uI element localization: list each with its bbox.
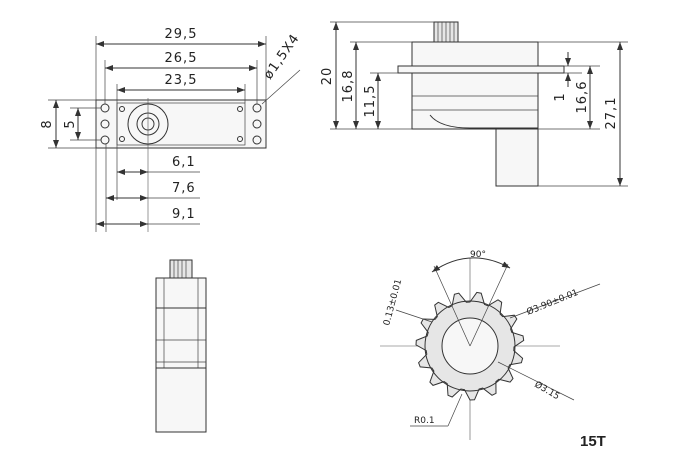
end-view — [155, 259, 207, 433]
dim-height-27-1: 27,1 — [604, 97, 619, 130]
dim-width-outer: 29,5 — [165, 27, 198, 42]
dim-height-11-5: 11,5 — [363, 85, 378, 118]
dim-width-inner: 23,5 — [165, 73, 198, 88]
dim-shaft-offset-2: 7,6 — [172, 181, 196, 196]
dim-height-16-6: 16,6 — [575, 81, 590, 114]
dim-tab-thickness: 1 — [553, 92, 568, 101]
mount-hole-br — [252, 135, 262, 145]
spline-detail: 90° 0.13±0.01 Ø3.90±0.01 Ø3.15 R0.1 15T — [380, 250, 606, 450]
screw-bl — [119, 136, 125, 142]
dim-tooth-tol: 0.13±0.01 — [382, 278, 404, 327]
mount-hole-ml — [100, 119, 110, 129]
side-wire-exit — [429, 114, 538, 129]
dim-angle: 90° — [470, 250, 486, 260]
dim-shaft-offset-1: 6,1 — [172, 155, 196, 170]
dim-height-inner: 5 — [63, 119, 78, 128]
side-middle-case — [411, 72, 539, 130]
side-top-cover — [411, 41, 539, 67]
end-top-cover — [155, 277, 207, 309]
spline-root-circle — [424, 300, 516, 392]
dim-inner-dia: Ø3.15 — [533, 379, 562, 402]
dim-shaft-offset-3: 9,1 — [172, 207, 196, 222]
dim-height-20: 20 — [320, 67, 335, 86]
dim-outer-dia: Ø3.90±0.01 — [525, 287, 580, 318]
dim-height-outer: 8 — [40, 119, 55, 128]
end-output-spline — [169, 259, 193, 279]
front-body-outline — [95, 99, 267, 149]
mount-hole-mr — [252, 119, 262, 129]
front-view: 29,5 26,5 23,5 ø1,5X4 8 5 6,1 7,6 9,1 — [40, 27, 303, 232]
screw-tl — [119, 106, 125, 112]
teeth-count-label: 15T — [580, 433, 606, 450]
screw-br — [237, 136, 243, 142]
dim-height-16-8: 16,8 — [341, 70, 356, 103]
side-view: 20 16,8 11,5 1 16,6 27,1 — [320, 21, 628, 187]
dim-width-mid: 26,5 — [165, 51, 198, 66]
side-mount-tab — [397, 65, 565, 74]
side-bottom-case — [495, 128, 539, 187]
end-bottom-case — [155, 367, 207, 433]
screw-tr — [237, 106, 243, 112]
end-middle-case — [155, 307, 207, 369]
dim-fillet: R0.1 — [414, 416, 435, 426]
dim-hole-note: ø1,5X4 — [261, 31, 303, 82]
